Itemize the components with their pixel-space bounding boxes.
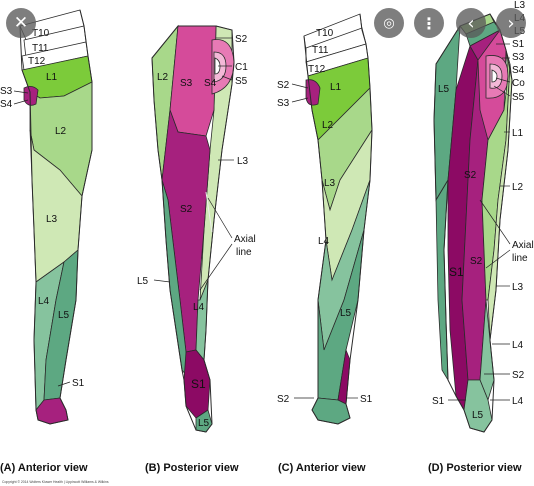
label-d-s2-b: S2 <box>470 256 483 267</box>
next-image-button[interactable]: › <box>496 8 526 38</box>
panel-d-posterior: L3 L4 L5 S1 S3 S4 Co S5 L1 L2 S2 S2 S1 A… <box>428 0 534 474</box>
leg-a-outline <box>19 9 93 425</box>
label-a-t10: T10 <box>32 28 50 39</box>
label-b-s3: S3 <box>180 78 193 89</box>
caption-b: (B) Posterior view <box>145 462 239 474</box>
zone-d-l4 <box>479 299 495 402</box>
label-d-l1: L1 <box>512 128 524 139</box>
label-d-s1-top: S1 <box>512 39 525 50</box>
label-d-l4: L4 <box>512 340 524 351</box>
leader-b-axial-upper <box>207 197 233 239</box>
panel-a-anterior: T10 T11 T12 L1 L2 L3 L4 L5 S1 S3 S4 (A) … <box>0 9 93 474</box>
leader-b-axial-lower <box>199 243 233 291</box>
label-d-axial-2: line <box>512 253 528 264</box>
leader-a-s4 <box>13 99 29 105</box>
label-a-l3: L3 <box>46 214 58 225</box>
leader-d-axial-upper <box>479 199 511 245</box>
caption-d: (D) Posterior view <box>428 462 522 474</box>
more-vertical-icon: ⋮ <box>421 13 437 33</box>
label-b-l5-foot: L5 <box>198 418 210 429</box>
label-d-l3: L3 <box>512 282 524 293</box>
lens-icon: ◎ <box>383 15 395 31</box>
label-d-l4-low: L4 <box>512 396 524 407</box>
label-b-axial-1: Axial <box>234 234 256 245</box>
label-c-t10: T10 <box>316 28 334 39</box>
close-button[interactable]: ✕ <box>6 8 36 38</box>
label-a-s3: S3 <box>0 86 13 97</box>
label-b-s4: S4 <box>204 78 217 89</box>
label-d-s5: S5 <box>512 92 525 103</box>
label-b-s2-top: S2 <box>235 34 248 45</box>
label-d-s4: S4 <box>512 65 525 76</box>
leader-a-s1 <box>57 381 71 387</box>
caption-c: (C) Anterior view <box>278 462 366 474</box>
label-b-axial-2: line <box>236 247 252 258</box>
label-a-l2: L2 <box>55 126 67 137</box>
previous-image-button[interactable]: ‹ <box>456 8 486 38</box>
label-b-l5: L5 <box>137 276 149 287</box>
zone-d-co <box>491 69 498 83</box>
close-icon: ✕ <box>13 13 29 33</box>
label-a-l5: L5 <box>58 310 70 321</box>
label-a-s1: S1 <box>72 378 85 389</box>
label-b-l2: L2 <box>157 72 169 83</box>
leader-a-s3 <box>13 90 29 94</box>
label-d-s2-low: S2 <box>512 370 525 381</box>
label-d-l5-foot: L5 <box>472 410 484 421</box>
label-d-co: Co <box>512 78 525 89</box>
leader-d-s5 <box>493 85 511 97</box>
axial-line-b-upper <box>205 191 213 233</box>
label-b-s5: S5 <box>235 76 248 87</box>
caption-a: (A) Anterior view <box>0 462 88 474</box>
label-a-s4: S4 <box>0 99 13 110</box>
chevron-left-icon: ‹ <box>467 12 475 34</box>
zone-a-s3-s4 <box>23 86 39 106</box>
label-c-l3: L3 <box>324 178 336 189</box>
label-d-s1-mid: S1 <box>449 265 464 279</box>
leg-c-outline <box>303 13 373 425</box>
leg-d-outline <box>433 13 513 433</box>
label-c-l1: L1 <box>330 82 342 93</box>
label-d-l5: L5 <box>438 84 450 95</box>
label-d-s2-a: S2 <box>464 170 477 181</box>
leader-c-s3 <box>291 97 309 103</box>
label-c-s2: S2 <box>277 80 290 91</box>
panel-c-anterior: T10 T11 T12 S2 S3 L1 L2 L3 L4 L5 S2 S1 (… <box>277 13 373 474</box>
leader-d-axial-lower <box>485 249 511 269</box>
label-a-l1: L1 <box>46 72 58 83</box>
label-c-s3: S3 <box>277 98 290 109</box>
label-d-s3: S3 <box>512 52 525 63</box>
label-c-l2: L2 <box>322 120 334 131</box>
leg-b-outline <box>151 25 235 433</box>
leader-c-s2 <box>291 83 309 89</box>
label-b-c1: C1 <box>235 62 248 73</box>
more-options-button[interactable]: ⋮ <box>414 8 444 38</box>
label-c-l4: L4 <box>318 236 330 247</box>
label-d-l3-top: L3 <box>514 0 526 11</box>
label-d-s1-low: S1 <box>432 396 445 407</box>
label-c-s1-foot: S1 <box>360 394 373 405</box>
label-a-t12: T12 <box>28 56 46 67</box>
visual-search-button[interactable]: ◎ <box>374 8 404 38</box>
label-c-t11: T11 <box>312 45 329 56</box>
zone-c-s2-s3 <box>305 79 321 106</box>
label-b-s1: S1 <box>191 377 206 391</box>
label-d-axial-1: Axial <box>512 240 534 251</box>
label-b-l4: L4 <box>193 302 205 313</box>
label-b-s2-mid: S2 <box>180 204 193 215</box>
label-c-s2-foot: S2 <box>277 394 290 405</box>
copyright-text: Copyright © 2014 Wolters Kluwer Health |… <box>2 480 109 484</box>
leader-d-co <box>495 77 511 83</box>
panel-b-posterior: S2 C1 S5 S3 S4 L2 L3 S2 Axial line L5 L4… <box>137 24 256 474</box>
leader-b-l5 <box>153 279 171 283</box>
label-d-l2: L2 <box>512 182 524 193</box>
label-a-t11: T11 <box>32 43 49 54</box>
chevron-right-icon: › <box>507 12 515 34</box>
label-c-t12: T12 <box>308 64 326 75</box>
label-c-l5: L5 <box>340 308 352 319</box>
label-a-l4: L4 <box>38 296 50 307</box>
label-b-l3: L3 <box>237 156 249 167</box>
leader-b-s5 <box>221 75 233 81</box>
